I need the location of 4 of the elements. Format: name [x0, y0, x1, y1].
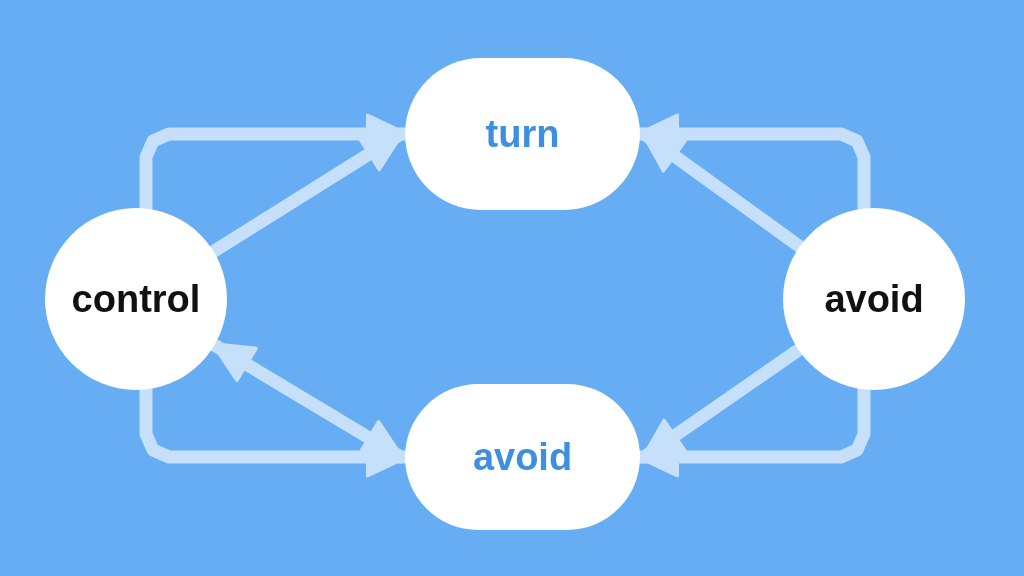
node-label: control	[71, 277, 201, 321]
node-label: avoid	[824, 277, 924, 321]
node-label: turn	[485, 112, 560, 156]
node-label: avoid	[472, 435, 573, 479]
